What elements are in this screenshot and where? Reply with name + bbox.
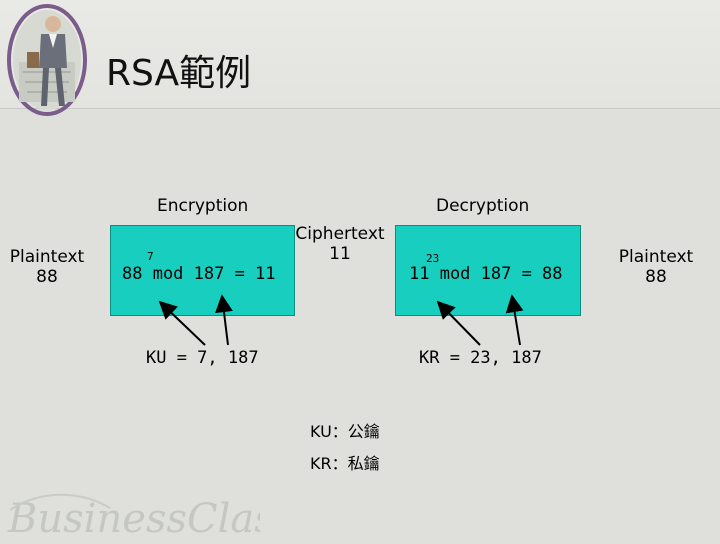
- encryption-equation: 88 mod 187 = 11: [122, 264, 276, 284]
- plaintext-right-line1: Plaintext: [618, 247, 694, 267]
- business-class-watermark: BusinessClass: [0, 480, 295, 542]
- arrow-ku-to-modulus: [215, 294, 233, 346]
- encryption-box: [110, 225, 295, 316]
- arrow-kr-to-base: [436, 300, 481, 346]
- encryption-exponent: 7: [147, 250, 154, 263]
- plaintext-right-line2: 88: [645, 267, 667, 287]
- private-key-label: KR = 23, 187: [419, 348, 542, 368]
- decryption-exponent: 23: [426, 252, 440, 265]
- decryption-box: [395, 225, 581, 316]
- legend-public-key: KU：公鑰: [310, 422, 380, 441]
- plaintext-left-line1: Plaintext: [9, 247, 85, 267]
- ciphertext-line2: 11: [329, 244, 351, 264]
- plaintext-right: Plaintext 88: [610, 247, 702, 287]
- businessman-logo: [5, 2, 89, 118]
- arrow-ku-to-base: [158, 300, 206, 346]
- encryption-label: Encryption: [157, 196, 249, 216]
- public-key-label: KU = 7, 187: [146, 348, 259, 368]
- arrow-kr-to-modulus: [505, 294, 524, 346]
- decryption-equation: 11 mod 187 = 88: [409, 264, 563, 284]
- decryption-label: Decryption: [436, 196, 530, 216]
- watermark-text: BusinessClass: [7, 496, 260, 540]
- header-band: [0, 0, 720, 109]
- slide-title: RSA範例: [106, 53, 252, 94]
- legend-private-key: KR：私鑰: [310, 454, 380, 473]
- ciphertext-line1: Ciphertext: [295, 224, 385, 244]
- ciphertext: Ciphertext 11: [290, 224, 390, 264]
- plaintext-left: Plaintext 88: [4, 247, 90, 287]
- plaintext-left-line2: 88: [36, 267, 58, 287]
